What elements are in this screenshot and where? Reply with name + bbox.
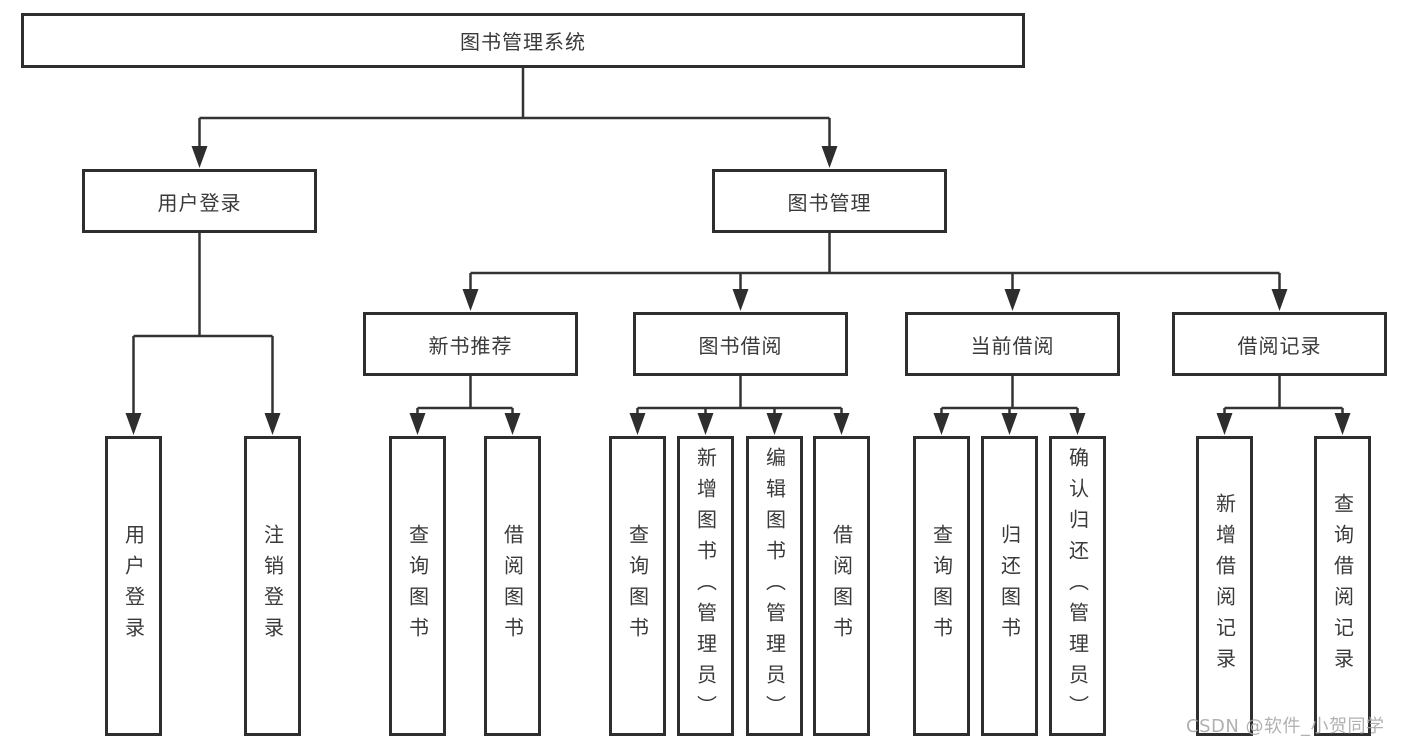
user-login-connector [132,233,274,418]
node-label: 查询图书 [625,524,650,648]
node-label: 归还图书 [997,524,1022,648]
arrow-icon [1004,289,1021,311]
leaf-query-borrow-record-box: 查询借阅记录 [1314,436,1371,736]
current-borrow-connector [940,376,1079,418]
node-label: 新书推荐 [428,333,513,358]
node-label: 查询图书 [405,524,430,648]
arrow-icon [462,289,479,311]
arrow-icon [191,146,208,168]
leaf-query-book-box-1: 查询图书 [389,436,446,736]
current-borrow-box: 当前借阅 [905,312,1120,376]
node-label: 图书借阅 [698,333,783,358]
book-management-box: 图书管理 [712,169,947,233]
borrow-record-connector [1223,376,1344,418]
node-label: 借阅图书 [500,524,525,648]
node-label: 当前借阅 [970,333,1055,358]
node-label: 借阅记录 [1237,333,1322,358]
arrow-icon [1334,413,1351,435]
new-book-recommend-box: 新书推荐 [363,312,578,376]
node-label: 新增图书（管理员） [693,446,718,726]
leaf-user-login-box: 用户登录 [105,436,162,736]
leaf-confirm-return-box: 确认归还（管理员） [1049,436,1106,736]
new-book-connector [416,376,514,418]
arrow-icon [125,413,142,435]
arrow-icon [409,413,426,435]
arrow-icon [264,413,281,435]
node-label: 编辑图书（管理员） [762,446,787,726]
root-connector [198,68,831,150]
arrow-icon [1216,413,1233,435]
csdn-watermark: CSDN @软件_小贺同学 [1186,716,1385,737]
node-label: 图书管理系统 [460,30,586,54]
node-label: 用户登录 [157,190,242,215]
user-login-box: 用户登录 [82,169,317,233]
arrow-icon [629,413,646,435]
arrow-icon [933,413,950,435]
book-management-connector [469,233,1281,293]
leaf-query-book-box-2: 查询图书 [609,436,666,736]
leaf-query-book-box-3: 查询图书 [913,436,970,736]
node-label: 图书管理 [787,190,872,215]
leaf-logout-box: 注销登录 [244,436,301,736]
leaf-add-borrow-record-box: 新增借阅记录 [1196,436,1253,736]
node-label: 查询图书 [929,524,954,648]
leaf-return-book-box: 归还图书 [981,436,1038,736]
node-label: 借阅图书 [829,524,854,648]
arrow-icon [697,413,714,435]
arrow-icon [1271,289,1288,311]
borrow-record-box: 借阅记录 [1172,312,1387,376]
arrow-icon [1001,413,1018,435]
arrow-icon [732,289,749,311]
arrow-icon [821,146,838,168]
arrow-icon [766,413,783,435]
node-label: 注销登录 [260,524,285,648]
leaf-borrow-book-box-1: 借阅图书 [484,436,541,736]
arrow-icon [1069,413,1086,435]
leaf-add-book-box: 新增图书（管理员） [677,436,734,736]
book-borrow-box: 图书借阅 [633,312,848,376]
arrow-icon [833,413,850,435]
arrow-icon [504,413,521,435]
node-label: 确认归还（管理员） [1065,446,1090,726]
book-borrow-connector [636,376,843,418]
node-label: 查询借阅记录 [1330,493,1355,679]
leaf-edit-book-box: 编辑图书（管理员） [746,436,803,736]
leaf-borrow-book-box-2: 借阅图书 [813,436,870,736]
node-label: 用户登录 [121,524,146,648]
node-label: 新增借阅记录 [1212,493,1237,679]
system-root-box: 图书管理系统 [21,13,1025,68]
